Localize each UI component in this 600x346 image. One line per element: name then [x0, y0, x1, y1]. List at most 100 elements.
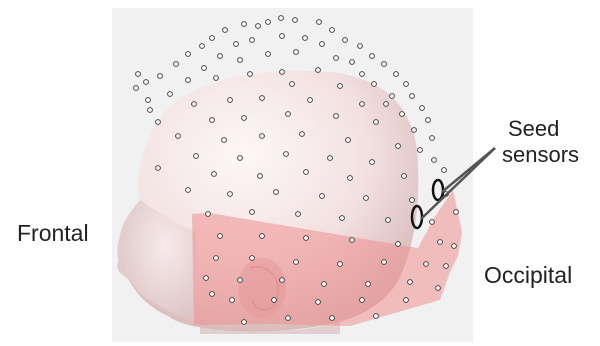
sensor-dot	[286, 316, 291, 321]
sensor-dot	[430, 220, 435, 225]
sensor-dot	[308, 98, 313, 103]
sensor-dot	[346, 138, 351, 143]
sensor-dot	[214, 256, 219, 261]
sensor-dot	[304, 236, 309, 241]
sensor-dot	[148, 108, 153, 113]
sensor-dot	[412, 128, 417, 133]
sensor-dot	[350, 60, 355, 65]
sensor-dot	[454, 210, 459, 215]
sensor-dot	[272, 298, 277, 303]
sensor-dot	[284, 152, 289, 157]
sensor-dot	[438, 240, 443, 245]
sensor-dot	[258, 174, 263, 179]
sensor-dot	[260, 234, 265, 239]
sensor-dot	[250, 38, 255, 43]
sensor-dot	[186, 188, 191, 193]
sensor-dot	[408, 280, 413, 285]
sensor-dot	[303, 36, 308, 41]
sensor-dot	[400, 112, 405, 117]
sensor-dot	[418, 148, 423, 153]
sensor-dot	[316, 68, 321, 73]
sensor-dot	[442, 168, 447, 173]
sensor-dot	[304, 170, 309, 175]
sensor-dot	[350, 238, 355, 243]
sensor-dot	[218, 54, 223, 59]
sensor-dot	[248, 72, 253, 77]
sensor-dot	[146, 98, 151, 103]
sensor-dot	[340, 216, 345, 221]
sensor-dot	[364, 196, 369, 201]
sensor-dot	[372, 82, 377, 87]
sensor-dot	[338, 84, 343, 89]
seed-label-line1: Seed	[502, 116, 579, 142]
sensor-dot	[317, 20, 322, 25]
sensor-dot	[330, 28, 335, 33]
sensor-dot	[396, 242, 401, 247]
sensor-dot	[360, 72, 365, 77]
sensor-dot	[210, 118, 215, 123]
sensor-dot	[274, 190, 279, 195]
sensor-dot	[374, 314, 379, 319]
sensor-dot	[266, 52, 271, 57]
sensor-dot	[404, 82, 409, 87]
sensor-dot	[410, 198, 415, 203]
sensor-dot	[228, 192, 233, 197]
sensor-dot	[396, 144, 401, 149]
sensor-dot	[250, 210, 255, 215]
sensor-dot	[370, 160, 375, 165]
sensor-dot	[280, 278, 285, 283]
sensor-dot	[260, 134, 265, 139]
sensor-dot	[320, 42, 325, 47]
sensor-dot	[223, 28, 228, 33]
sensor-dot	[294, 260, 299, 265]
sensor-dot	[444, 264, 449, 269]
sensor-dot	[238, 156, 243, 161]
frontal-label: Frontal	[17, 220, 89, 246]
sensor-dot	[386, 218, 391, 223]
sensor-dot	[328, 156, 333, 161]
sensor-dot	[266, 20, 271, 25]
sensor-dot	[234, 42, 239, 47]
sensor-dot	[144, 80, 149, 85]
sensor-dot	[238, 278, 243, 283]
sensor-dot	[390, 94, 395, 99]
sensor-dot	[242, 320, 247, 325]
sensor-dot	[382, 62, 387, 67]
sensor-dot	[242, 22, 247, 27]
sensor-dot	[430, 136, 435, 141]
sensor-dot	[260, 96, 265, 101]
sensor-dot	[192, 102, 197, 107]
sensor-dot	[206, 212, 211, 217]
sensor-dot	[256, 24, 261, 29]
sensor-dot	[176, 134, 181, 139]
occipital-label: Occipital	[484, 262, 572, 288]
sensor-dot	[426, 118, 431, 123]
sensor-dot	[348, 176, 353, 181]
sensor-dot	[330, 316, 335, 321]
sensor-dot	[343, 38, 348, 43]
seed-sensors-label: Seed sensors	[502, 116, 579, 169]
sensor-dot	[402, 174, 407, 179]
sensor-dot	[186, 78, 191, 83]
sensor-dot	[218, 234, 223, 239]
sensor-dot	[280, 34, 285, 39]
sensor-dot	[214, 76, 219, 81]
sensor-dot	[158, 74, 163, 79]
sensor-dot	[296, 212, 301, 217]
sensor-dot	[238, 58, 243, 63]
sensor-dot	[452, 244, 457, 249]
sensor-dot	[210, 292, 215, 297]
sensor-dot	[316, 300, 321, 305]
sensor-dot	[420, 106, 425, 111]
sensor-dot	[382, 260, 387, 265]
sensor-dot	[338, 262, 343, 267]
sensor-dot	[134, 86, 139, 91]
sensor-dot	[436, 286, 441, 291]
sensor-dot	[136, 72, 141, 77]
sensor-dot	[334, 114, 339, 119]
sensor-dot	[432, 158, 437, 163]
sensor-dot	[320, 194, 325, 199]
sensor-dot	[156, 120, 161, 125]
sensor-dot	[156, 166, 161, 171]
